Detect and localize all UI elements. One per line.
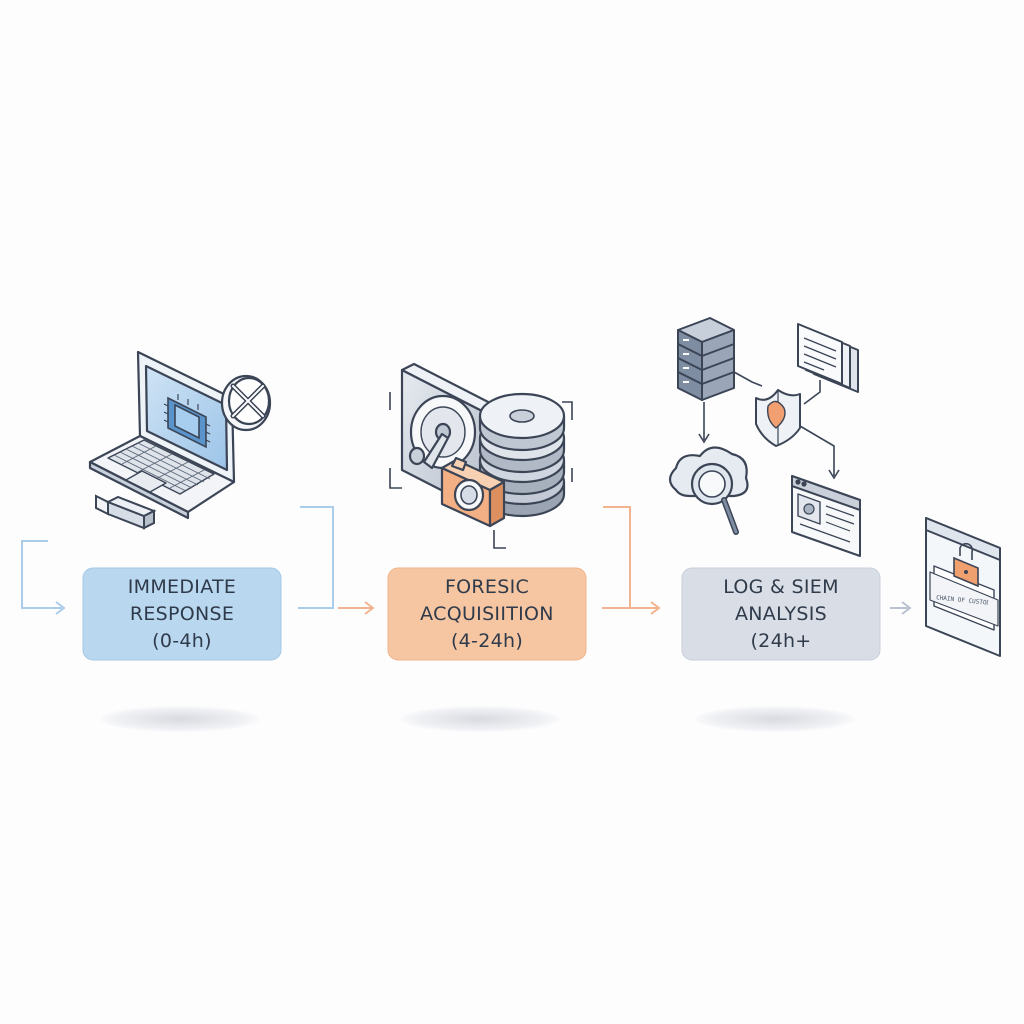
phase-duration: (24h+ [750, 629, 812, 652]
phase-box-background-3 [681, 567, 881, 661]
phase-box-background-1 [82, 567, 282, 661]
server-rack-icon [677, 317, 735, 401]
phase-duration: (4-24h) [450, 629, 524, 652]
connector-1-to-2 [298, 506, 375, 615]
phase-immediate-response: IMMEDIATE RESPONSE (0-4h) [83, 568, 281, 660]
phase-log-siem-analysis: LOG & SIEM ANALYSIS (24h+ [682, 568, 880, 660]
camera-icon [440, 456, 506, 528]
phase-title-line-1: LOG & SIEM [723, 575, 839, 598]
phase-box-background-2 [387, 567, 587, 661]
laptop-icon [88, 350, 236, 520]
phase-shadow [400, 706, 560, 732]
phase-shadow [100, 706, 260, 732]
evidence-bag-icon [925, 517, 1001, 657]
phase-duration: (0-4h) [152, 629, 212, 652]
shield-icon [755, 389, 801, 447]
phase-title-line-1: FORESIC [444, 575, 530, 598]
padlock-icon [953, 542, 979, 588]
phase-forensic-acquisition: FORESIC ACQUISIITION (4-24h) [388, 568, 586, 660]
connector-3-to-evidence [890, 601, 912, 615]
phase-title-line-2: RESPONSE [129, 602, 235, 625]
browser-window-icon [791, 475, 861, 557]
usb-drive-icon [95, 494, 157, 530]
connector-entry [21, 540, 66, 615]
cloud-search-icon [668, 446, 749, 535]
cpu-chip-icon [163, 394, 211, 449]
phase-title-line-1: IMMEDIATE [127, 575, 237, 598]
no-entry-icon [220, 374, 272, 432]
phase-title-line-2: ANALYSIS [734, 602, 827, 625]
document-stack-icon [797, 323, 859, 393]
log-flow-lines [698, 371, 840, 480]
phase-title-line-2: ACQUISIITION [420, 602, 554, 625]
connector-2-to-3 [602, 506, 661, 615]
phase-shadow [695, 706, 855, 732]
scan-brackets [389, 392, 573, 549]
